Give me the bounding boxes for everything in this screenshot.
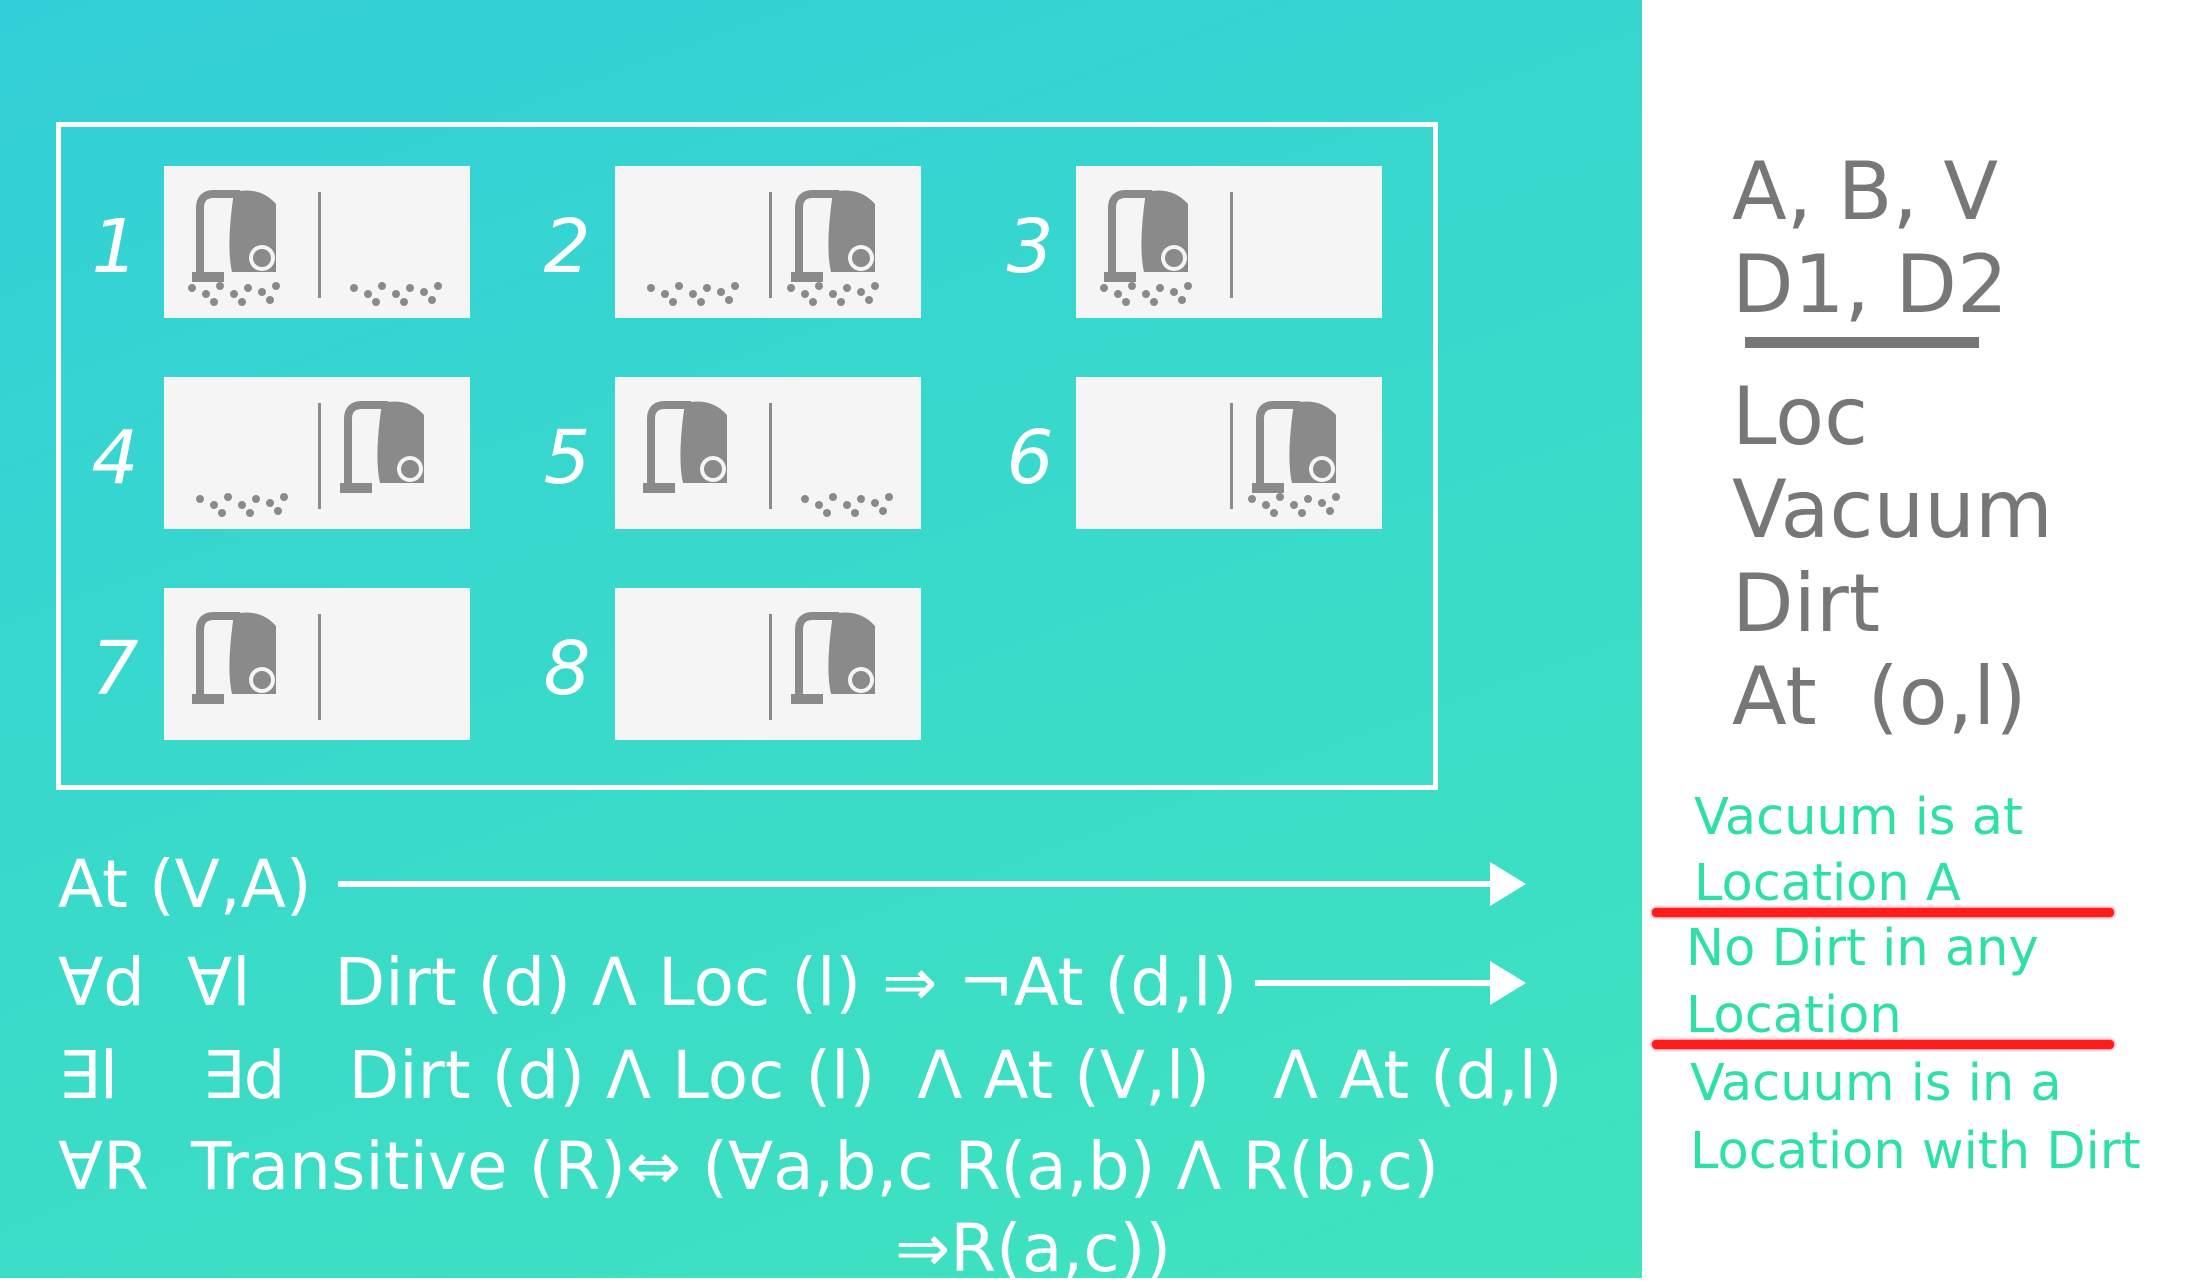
dirt-dots-icon (787, 282, 879, 306)
strike-line-1 (1652, 908, 2114, 917)
dirt-dots-icon (188, 282, 280, 306)
state-cell-6 (1076, 377, 1382, 529)
dirt-dots-icon (1100, 282, 1192, 306)
state-number-3: 3 (1006, 204, 1054, 290)
predicate-dirt: Dirt (1732, 557, 1881, 650)
state-cell-1 (164, 166, 470, 318)
cell-divider (769, 403, 772, 509)
logic-transitive: ∀R Transitive (R)⇔ (∀a,b,c R(a,b) Λ R(b,… (58, 1128, 1439, 1205)
state-cell-5 (615, 377, 921, 529)
state-cell-3 (1076, 166, 1382, 318)
predicate-at: At (o,l) (1732, 650, 2027, 743)
annotation-1-line1: Vacuum is at (1694, 788, 2023, 847)
logic-vacuum-with-dirt: ∃l ∃d Dirt (d) Λ Loc (l) Λ At (V,l) Λ At… (58, 1037, 1563, 1114)
vacuum-cleaner-icon (1252, 401, 1336, 493)
state-number-6: 6 (1006, 415, 1054, 501)
annotation-1-line2: Location A (1694, 854, 1961, 913)
vacuum-cleaner-icon (791, 612, 875, 704)
state-cell-8 (615, 588, 921, 740)
state-number-4: 4 (91, 415, 139, 501)
state-number-7: 7 (91, 626, 139, 712)
state-number-5: 5 (543, 415, 591, 501)
predicate-loc: Loc (1732, 370, 1869, 463)
dirt-dots-icon (350, 282, 442, 306)
cell-divider (318, 192, 321, 298)
cell-contents (643, 401, 893, 517)
cell-divider (1230, 403, 1233, 509)
vacuum-cleaner-icon (643, 401, 727, 493)
strike-line-2 (1652, 1040, 2114, 1049)
vacuum-cleaner-icon (192, 612, 276, 704)
dirt-dots-icon (196, 493, 288, 517)
dirt-objects-label: D1, D2 (1732, 238, 2008, 331)
dirt-dots-icon (1248, 493, 1340, 517)
vacuum-cleaner-icon (1104, 190, 1188, 282)
cell-divider (769, 614, 772, 720)
cell-contents (1248, 401, 1340, 517)
annotation-2-line1: No Dirt in any (1686, 919, 2039, 978)
annotation-2-line2: Location (1686, 986, 1902, 1045)
logic-transitive-conclusion: ⇒R(a,c)) (895, 1210, 1172, 1287)
predicate-vacuum: Vacuum (1732, 463, 2053, 556)
cell-contents (196, 401, 424, 517)
logic-no-dirt: ∀d ∀l Dirt (d) Λ Loc (l) ⇒ ¬At (d,l) (58, 944, 1238, 1021)
state-number-2: 2 (543, 204, 591, 290)
cell-divider (769, 192, 772, 298)
logic-at-v-a: At (V,A) (58, 846, 312, 923)
dirt-dots-icon (647, 282, 739, 306)
vacuum-cleaner-icon (192, 190, 276, 282)
annotation-3-line1: Vacuum is in a (1690, 1054, 2062, 1113)
state-space-box (56, 122, 1438, 790)
cell-contents (1100, 190, 1192, 306)
divider-line (1745, 337, 1979, 348)
annotation-3-line2: Location with Dirt (1690, 1122, 2141, 1181)
state-cell-2 (615, 166, 921, 318)
cell-divider (318, 614, 321, 720)
vacuum-cleaner-icon (791, 190, 875, 282)
vacuum-cleaner-icon (340, 401, 424, 493)
state-cell-7 (164, 588, 470, 740)
cell-contents (647, 190, 879, 306)
cell-contents (188, 190, 442, 306)
state-number-1: 1 (91, 204, 139, 290)
arrow-2 (1255, 961, 1526, 1005)
state-number-8: 8 (543, 626, 591, 712)
cell-contents (192, 612, 276, 704)
arrow-1 (338, 862, 1526, 906)
dirt-dots-icon (801, 493, 893, 517)
cell-contents (791, 612, 875, 704)
objects-label: A, B, V (1732, 145, 1999, 238)
cell-divider (318, 403, 321, 509)
state-cell-4 (164, 377, 470, 529)
cell-divider (1230, 192, 1233, 298)
